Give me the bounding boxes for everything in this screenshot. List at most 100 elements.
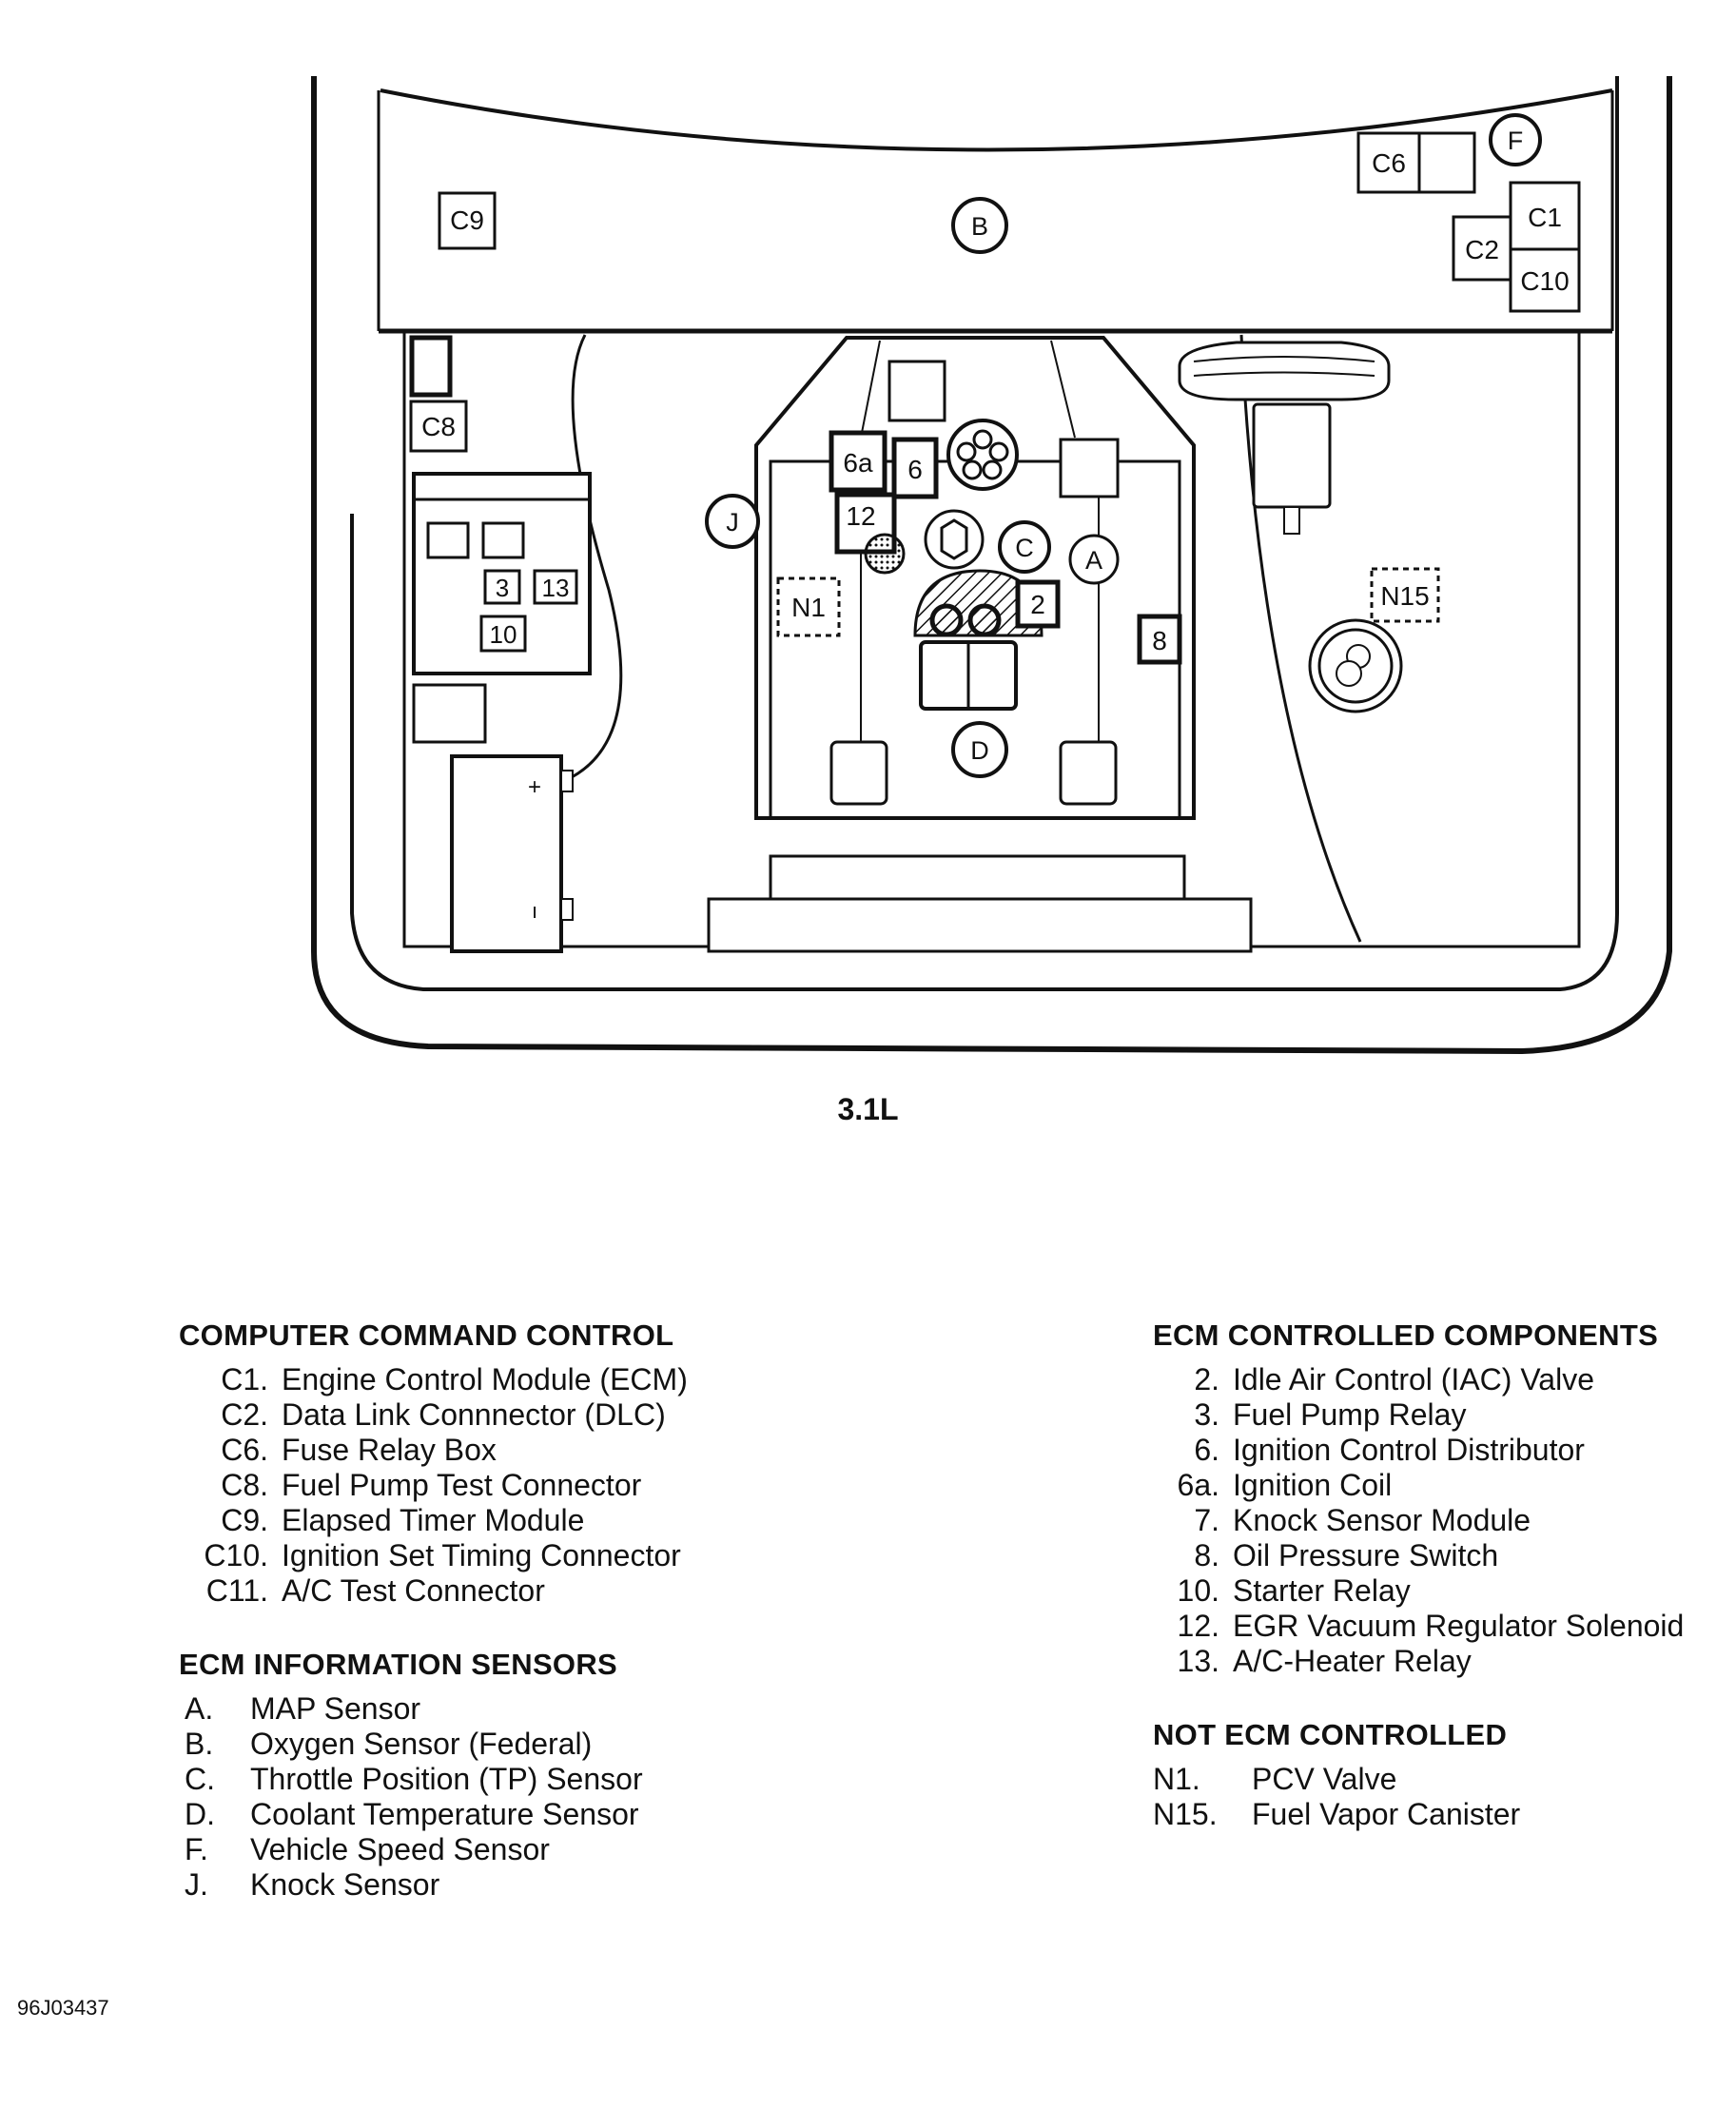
item-code: F. [185, 1832, 208, 1866]
item-code: C9. [221, 1503, 268, 1537]
c-label: C [1015, 534, 1034, 562]
list-item: C11.A/C Test Connector [179, 1573, 688, 1609]
item-code: 3. [1194, 1397, 1219, 1432]
n1-pcv-box: N1 [776, 576, 841, 637]
battery: + ı [450, 754, 574, 953]
c10-label: C10 [1520, 266, 1569, 296]
b-callout: B [951, 197, 1008, 254]
engine-compartment-diagram: C9 B C6 F C1 C2 C10 C 8 3 13 10 [311, 76, 1672, 1055]
c6-label: C6 [1372, 148, 1406, 178]
item-text: PCV Valve [1252, 1762, 1397, 1796]
egr-12-label: 12 [846, 501, 875, 531]
item-code: C10. [204, 1538, 268, 1572]
vehicle-body-outline [311, 76, 1672, 1055]
item-text: Oxygen Sensor (Federal) [250, 1727, 593, 1761]
item-code: A. [185, 1691, 214, 1726]
iac-valve-2-box: 2 [1015, 579, 1061, 629]
list-item: C2.Data Link Connnector (DLC) [179, 1397, 688, 1433]
item-code: C1. [221, 1362, 268, 1396]
c10-box: C10 [1509, 247, 1581, 313]
battery-minus-label: ı [532, 899, 537, 923]
j-label: J [726, 508, 739, 537]
item-code: C2. [221, 1397, 268, 1432]
c-callout: C [998, 520, 1051, 574]
sensors-list: A. MAP Sensor B. Oxygen Sensor (Federal) C… [179, 1691, 688, 1903]
diagram-caption: 3.1L [837, 1092, 899, 1126]
distributor-6-box: 6 [891, 437, 939, 499]
item-code: N15. [1153, 1797, 1218, 1831]
list-item: C.Throttle Position (TP) Sensor [179, 1762, 688, 1797]
d-callout: D [951, 721, 1008, 778]
item-text: Oil Pressure Switch [1233, 1538, 1499, 1572]
list-item: C9.Elapsed Timer Module [179, 1503, 688, 1538]
list-item: B. Oxygen Sensor (Federal) [179, 1727, 688, 1762]
components-heading: ECM CONTROLLED COMPONENTS [1153, 1318, 1659, 1352]
item-code: C8. [221, 1468, 268, 1502]
item-text: Coolant Temperature Sensor [250, 1797, 639, 1831]
c2-label: C2 [1465, 235, 1499, 264]
ignition-coil-6a-box: 6a [829, 430, 888, 493]
relay-13-label: 13 [542, 574, 570, 602]
item-code: 13. [1177, 1644, 1219, 1678]
list-item: C8. Fuel Pump Test Connector [179, 1468, 688, 1503]
c9-box: C9 [438, 191, 497, 250]
item-text: Starter Relay [1233, 1573, 1411, 1608]
item-text: Fuel Pump Relay [1233, 1397, 1467, 1432]
figure-id: 96J03437 [17, 1996, 109, 2020]
list-item: 10.Starter Relay [1153, 1573, 1684, 1609]
item-text: Vehicle Speed Sensor [250, 1832, 550, 1866]
list-item: D. Coolant Temperature Sensor [179, 1797, 688, 1832]
list-item: 6.Ignition Control Distributor [1153, 1433, 1684, 1468]
item-code: 6a. [1177, 1468, 1219, 1502]
n15-canister: N15 [1308, 567, 1440, 713]
item-text: Fuel Vapor Canister [1252, 1797, 1521, 1831]
list-item: C1. Engine Control Module (ECM) [179, 1362, 688, 1397]
item-code: C11. [205, 1573, 268, 1608]
oil-pressure-8-box: 8 [1137, 614, 1182, 665]
list-item: 12.EGR Vacuum Regulator Solenoid [1153, 1609, 1685, 1644]
legend-left-column: COMPUTER COMMAND CONTROL C1. Engine Contr… [179, 1318, 688, 1903]
distributor [946, 419, 1019, 491]
item-text: Fuel Pump Test Connector [282, 1468, 642, 1502]
components-list: 2.Idle Air Control (IAC) Valve 3.Fuel Pu… [1153, 1362, 1685, 1679]
item-code: N1. [1153, 1762, 1200, 1796]
item-code: C6. [221, 1433, 268, 1467]
sensors-heading: ECM INFORMATION SENSORS [179, 1648, 618, 1681]
item-text: MAP Sensor [250, 1691, 421, 1726]
relay-3-label: 3 [496, 574, 509, 602]
item-code: 12. [1177, 1609, 1219, 1643]
c1-label: C1 [1528, 203, 1562, 232]
item-code: B. [185, 1727, 214, 1761]
c1-box: C1 [1509, 181, 1581, 251]
c2-box: C2 [1452, 215, 1512, 282]
item-text: Ignition Coil [1233, 1468, 1393, 1502]
throttle-body [924, 509, 985, 570]
list-item: N15. Fuel Vapor Canister [1153, 1797, 1684, 1832]
iac-2-label: 2 [1030, 590, 1045, 619]
item-code: 7. [1194, 1503, 1219, 1537]
item-text: Knock Sensor Module [1233, 1503, 1531, 1537]
relay-10-label: 10 [490, 620, 517, 649]
n1-label: N1 [791, 593, 826, 622]
air-cleaner [1178, 341, 1391, 535]
ccc-heading: COMPUTER COMMAND CONTROL [179, 1318, 674, 1352]
list-item: 3. Fuel Pump Relay [1153, 1397, 1684, 1433]
c9-label: C9 [450, 205, 484, 235]
small-module-box [412, 683, 487, 744]
coolant-housing [913, 569, 1044, 711]
relay-center: 3 13 10 [412, 472, 592, 675]
item-text: Ignition Set Timing Connector [282, 1538, 681, 1572]
item-code: J. [185, 1867, 208, 1902]
item-text: Engine Control Module (ECM) [282, 1362, 688, 1396]
egr-solenoid-12-box: 12 [834, 492, 906, 575]
not-ecm-heading: NOT ECM CONTROLLED [1153, 1718, 1508, 1751]
item-code: 6. [1194, 1433, 1219, 1467]
f-label: F [1508, 127, 1524, 155]
legend-right-column: ECM CONTROLLED COMPONENTS 2.Idle Air Con… [1153, 1318, 1684, 1832]
distributor-6-label: 6 [907, 455, 923, 484]
item-code: 2. [1194, 1362, 1219, 1396]
left-inner-fender [565, 334, 623, 782]
b-label: B [971, 212, 988, 241]
f-callout: F [1489, 113, 1542, 166]
item-code: D. [185, 1797, 215, 1831]
